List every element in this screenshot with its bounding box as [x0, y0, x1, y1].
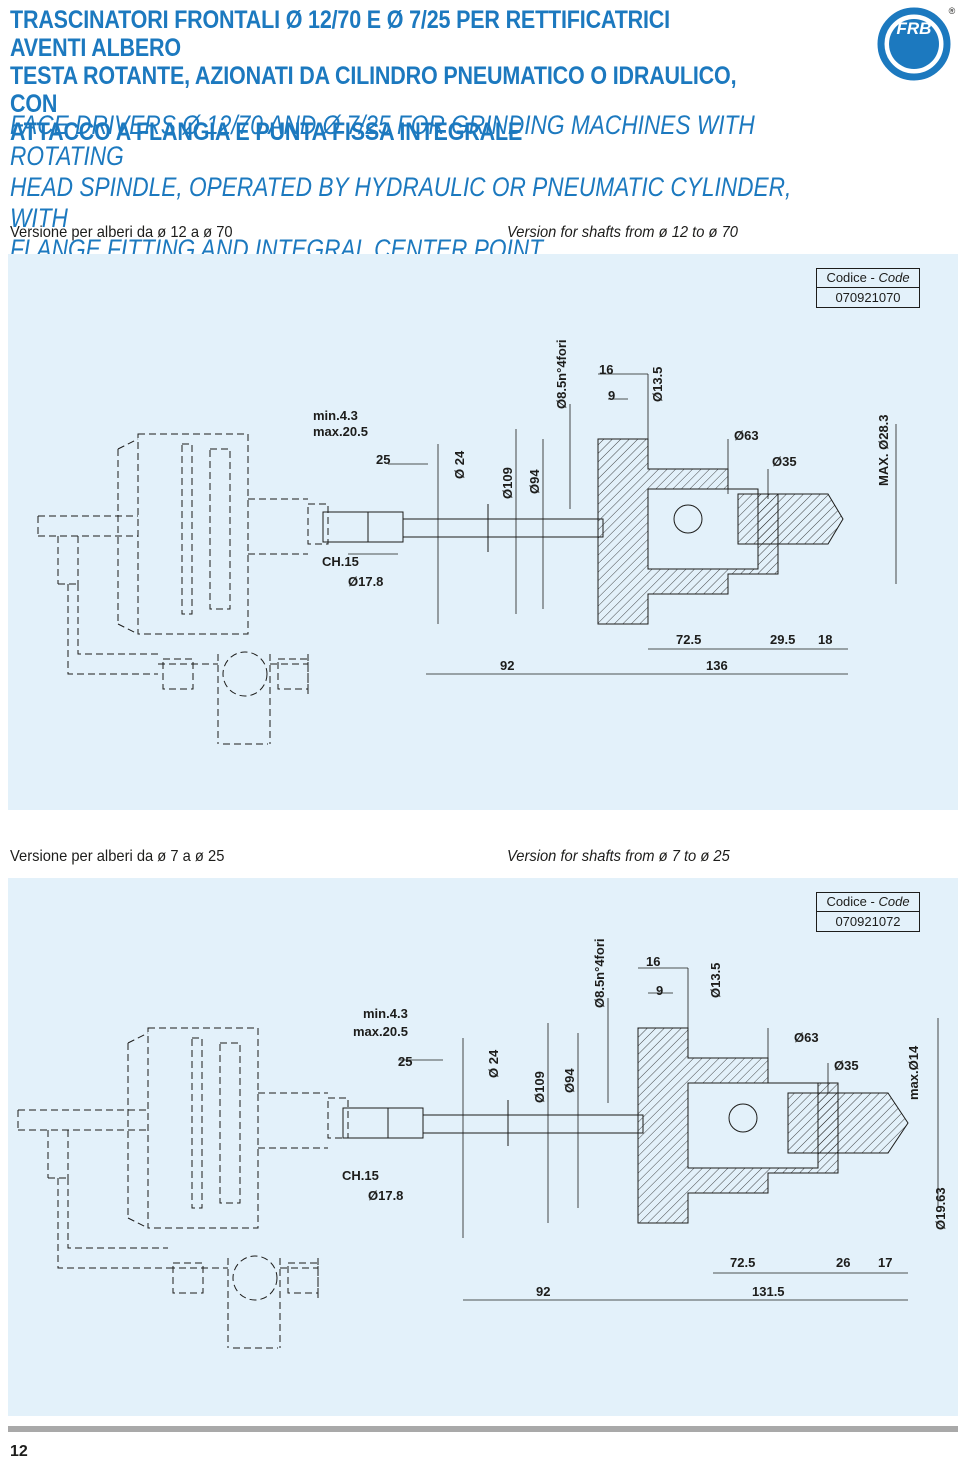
code-box-1: Codice - Code 070921070	[816, 268, 920, 308]
section1-label-it: Versione per alberi da ø 12 a ø 70	[10, 224, 233, 241]
code-box-2: Codice - Code 070921072	[816, 892, 920, 932]
dim-d35-2: Ø35	[834, 1058, 859, 1073]
dim-d109: Ø109	[500, 467, 515, 499]
dim-d19-63: Ø19.63	[933, 1187, 948, 1230]
dim-d63-2: Ø63	[794, 1030, 819, 1045]
dim-d109-2: Ø109	[532, 1071, 547, 1103]
dim-d35: Ø35	[772, 454, 797, 469]
dim-max-2: max.20.5	[353, 1024, 408, 1039]
dim-d13-5-2: Ø13.5	[708, 963, 723, 998]
dim-72-5: 72.5	[676, 632, 701, 647]
section2-label-it: Versione per alberi da ø 7 a ø 25	[10, 848, 225, 865]
shaft-2	[342, 1100, 644, 1146]
code-label-it-2: Codice -	[826, 894, 879, 909]
center-point-2	[787, 1092, 909, 1154]
code-label-it: Codice -	[826, 270, 879, 285]
cylinder-outline	[37, 433, 329, 745]
dim-92: 92	[500, 658, 514, 673]
title-en-line-1: FACE DRIVERS Ø 12/70 AND Ø 7/25 FOR GRIN…	[10, 110, 755, 171]
dim-16: 16	[599, 362, 613, 377]
dim-d94: Ø94	[527, 469, 542, 494]
dim-131-5: 131.5	[752, 1284, 785, 1299]
dim-16-2: 16	[646, 954, 660, 969]
title-en-line-2: HEAD SPINDLE, OPERATED BY HYDRAULIC OR P…	[10, 172, 792, 233]
dim-d8-5-2: Ø8.5n°4fori	[592, 939, 607, 1009]
dim-136: 136	[706, 658, 728, 673]
dim-d63: Ø63	[734, 428, 759, 443]
dim-d8-5: Ø8.5n°4fori	[554, 340, 569, 410]
dim-18: 18	[818, 632, 832, 647]
dim-72-5-2: 72.5	[730, 1255, 755, 1270]
dim-d24: Ø 24	[452, 450, 467, 479]
dim-max: max.20.5	[313, 424, 368, 439]
dim-ch: CH.15	[322, 554, 359, 569]
code-label-en: Code	[878, 270, 910, 285]
dim-d94-2: Ø94	[562, 1068, 577, 1093]
title-it-line-1: TRASCINATORI FRONTALI Ø 12/70 E Ø 7/25 P…	[10, 6, 670, 62]
dim-min-2: min.4.3	[363, 1006, 408, 1021]
code-value-1: 070921070	[835, 290, 901, 305]
title-it-line-3: ATTACCO A FLANGIA E PUNTA FISSA INTEGRAL…	[10, 118, 523, 146]
dim-d24-2: Ø 24	[486, 1049, 501, 1078]
dim-26: 26	[836, 1255, 850, 1270]
dimension-lines	[348, 373, 897, 675]
code-label-en-2: Code	[878, 894, 910, 909]
dim-17: 17	[878, 1255, 892, 1270]
dim-9-2: 9	[656, 983, 663, 998]
dim-29-5: 29.5	[770, 632, 795, 647]
frb-logo: FRB ®	[877, 6, 956, 81]
registered-mark: ®	[949, 6, 956, 16]
logo-text: FRB	[897, 19, 932, 38]
dim-9: 9	[608, 388, 615, 403]
dimension-lines-2	[398, 967, 939, 1301]
dim-min: min.4.3	[313, 408, 358, 423]
title-italian: TRASCINATORI FRONTALI Ø 12/70 E Ø 7/25 P…	[10, 6, 750, 146]
center-point	[737, 493, 844, 545]
dim-25-2: 25	[398, 1054, 412, 1069]
drawing-panel-1: Codice - Code 070921070	[8, 254, 958, 810]
code-value-2: 070921072	[835, 914, 901, 929]
dim-d17-8: Ø17.8	[348, 574, 383, 589]
dim-max-d28-3: MAX. Ø28.3	[876, 414, 891, 486]
technical-drawing-1: min.4.3 max.20.5 25 CH.15 Ø17.8 Ø 24 Ø10…	[37, 340, 897, 745]
drawing-panel-2: Codice - Code 070921072	[8, 878, 958, 1416]
dim-ch-2: CH.15	[342, 1168, 379, 1183]
section1-label-en: Version for shafts from ø 12 to ø 70	[507, 224, 738, 241]
shaft	[322, 504, 604, 552]
footer-bar	[8, 1426, 958, 1432]
title-it-line-2: TESTA ROTANTE, AZIONATI DA CILINDRO PNEU…	[10, 62, 737, 118]
dim-d17-8-2: Ø17.8	[368, 1188, 403, 1203]
technical-drawing-2: min.4.3 max.20.5 25 CH.15 Ø17.8 Ø 24 Ø10…	[17, 939, 948, 1349]
cylinder-outline-2	[17, 1027, 349, 1349]
dim-max-d14: max.Ø14	[906, 1045, 921, 1100]
dim-92-2: 92	[536, 1284, 550, 1299]
page-number: 12	[10, 1443, 28, 1460]
section2-label-en: Version for shafts from ø 7 to ø 25	[507, 848, 730, 865]
dim-25: 25	[376, 452, 390, 467]
dim-d13-5: Ø13.5	[650, 367, 665, 402]
